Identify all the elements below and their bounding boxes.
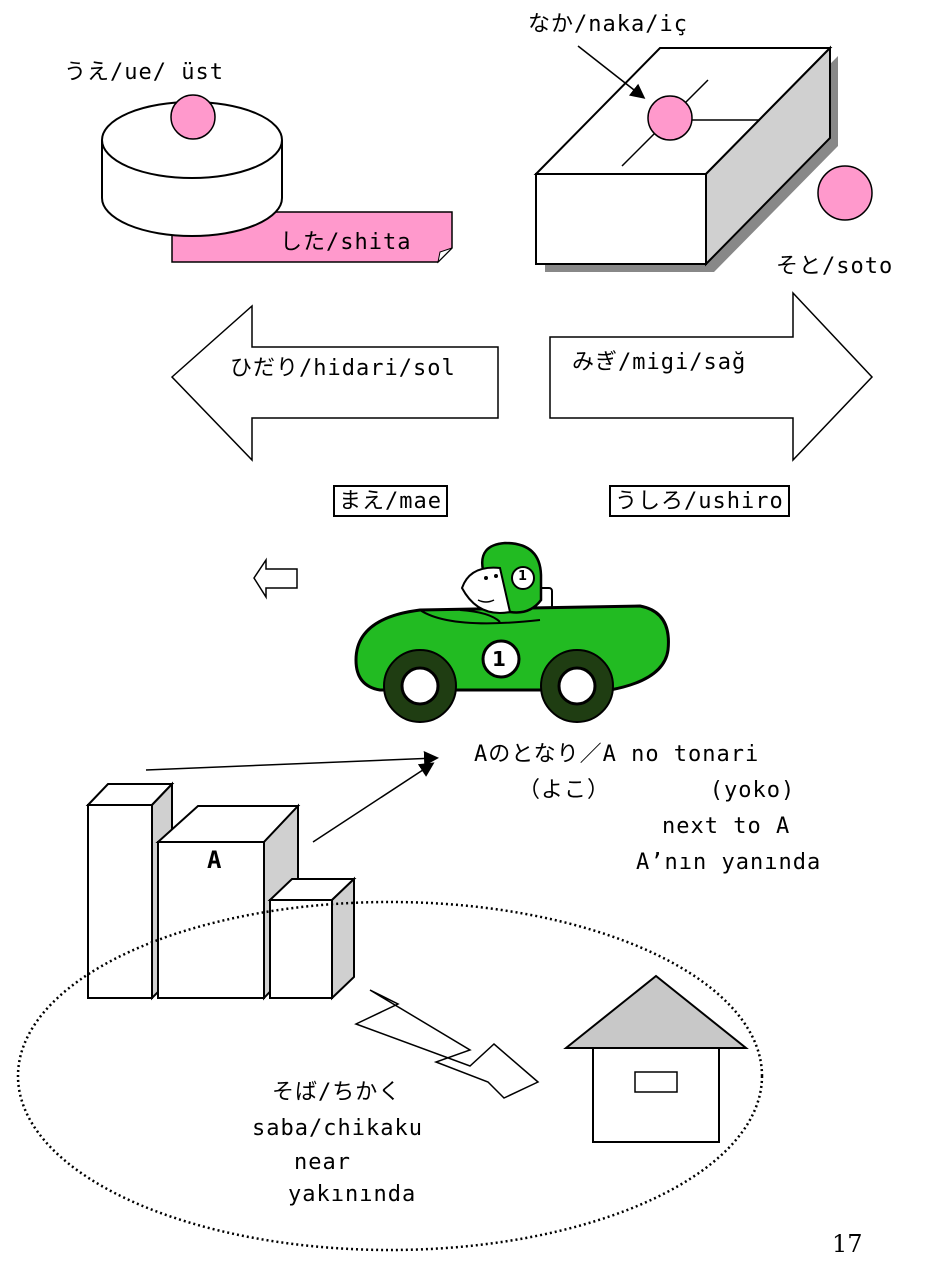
label-hidari: ひだり/hidari/sol — [230, 356, 456, 381]
car-number: 1 — [492, 647, 507, 671]
label-tonari-line2: （よこ） (yoko) — [518, 778, 796, 803]
label-shita: した/shita — [280, 230, 412, 255]
small-arrow-left-icon — [253, 557, 298, 600]
label-tonari-line3: next to A — [662, 814, 791, 839]
label-soto: そと/soto — [776, 254, 894, 279]
label-soba-line2: saba/chikaku — [252, 1116, 423, 1141]
tonari-pointer-side — [312, 762, 435, 843]
race-car-icon — [354, 541, 670, 723]
pink-ball-inside-box-icon — [647, 95, 693, 141]
near-area-ellipse — [16, 900, 764, 1252]
arrow-left-icon — [170, 304, 499, 462]
arrow-right-icon — [549, 291, 874, 462]
pink-ball-on-cake-icon — [170, 94, 216, 140]
label-tonari-line1: Aのとなり／A no tonari — [474, 742, 760, 767]
tonari-pointer-top — [145, 751, 439, 771]
label-soba-line4: yakınında — [288, 1182, 417, 1207]
house-icon — [563, 974, 749, 1143]
label-tonari-line4: A’nın yanında — [636, 850, 822, 875]
box-icon — [533, 45, 838, 272]
cake-icon — [101, 101, 453, 264]
label-migi: みぎ/migi/sağ — [572, 350, 747, 375]
label-ue: うえ/ue/ üst — [64, 60, 224, 85]
zigzag-arrow-icon — [354, 989, 540, 1099]
buildings-icon — [85, 781, 357, 1001]
label-ushiro: うしろ/ushiro — [609, 485, 790, 517]
building-label: A — [207, 846, 223, 874]
page-number: 17 — [832, 1230, 863, 1258]
naka-pointer-arrow — [577, 45, 646, 99]
pink-ball-outside-box-icon — [817, 165, 873, 221]
label-soba-line3: near — [294, 1150, 351, 1175]
label-soba-line1: そば/ちかく — [272, 1080, 402, 1105]
helmet-number: 1 — [518, 569, 529, 584]
label-naka: なか/naka/iç — [528, 12, 688, 37]
label-mae: まえ/mae — [333, 485, 448, 517]
